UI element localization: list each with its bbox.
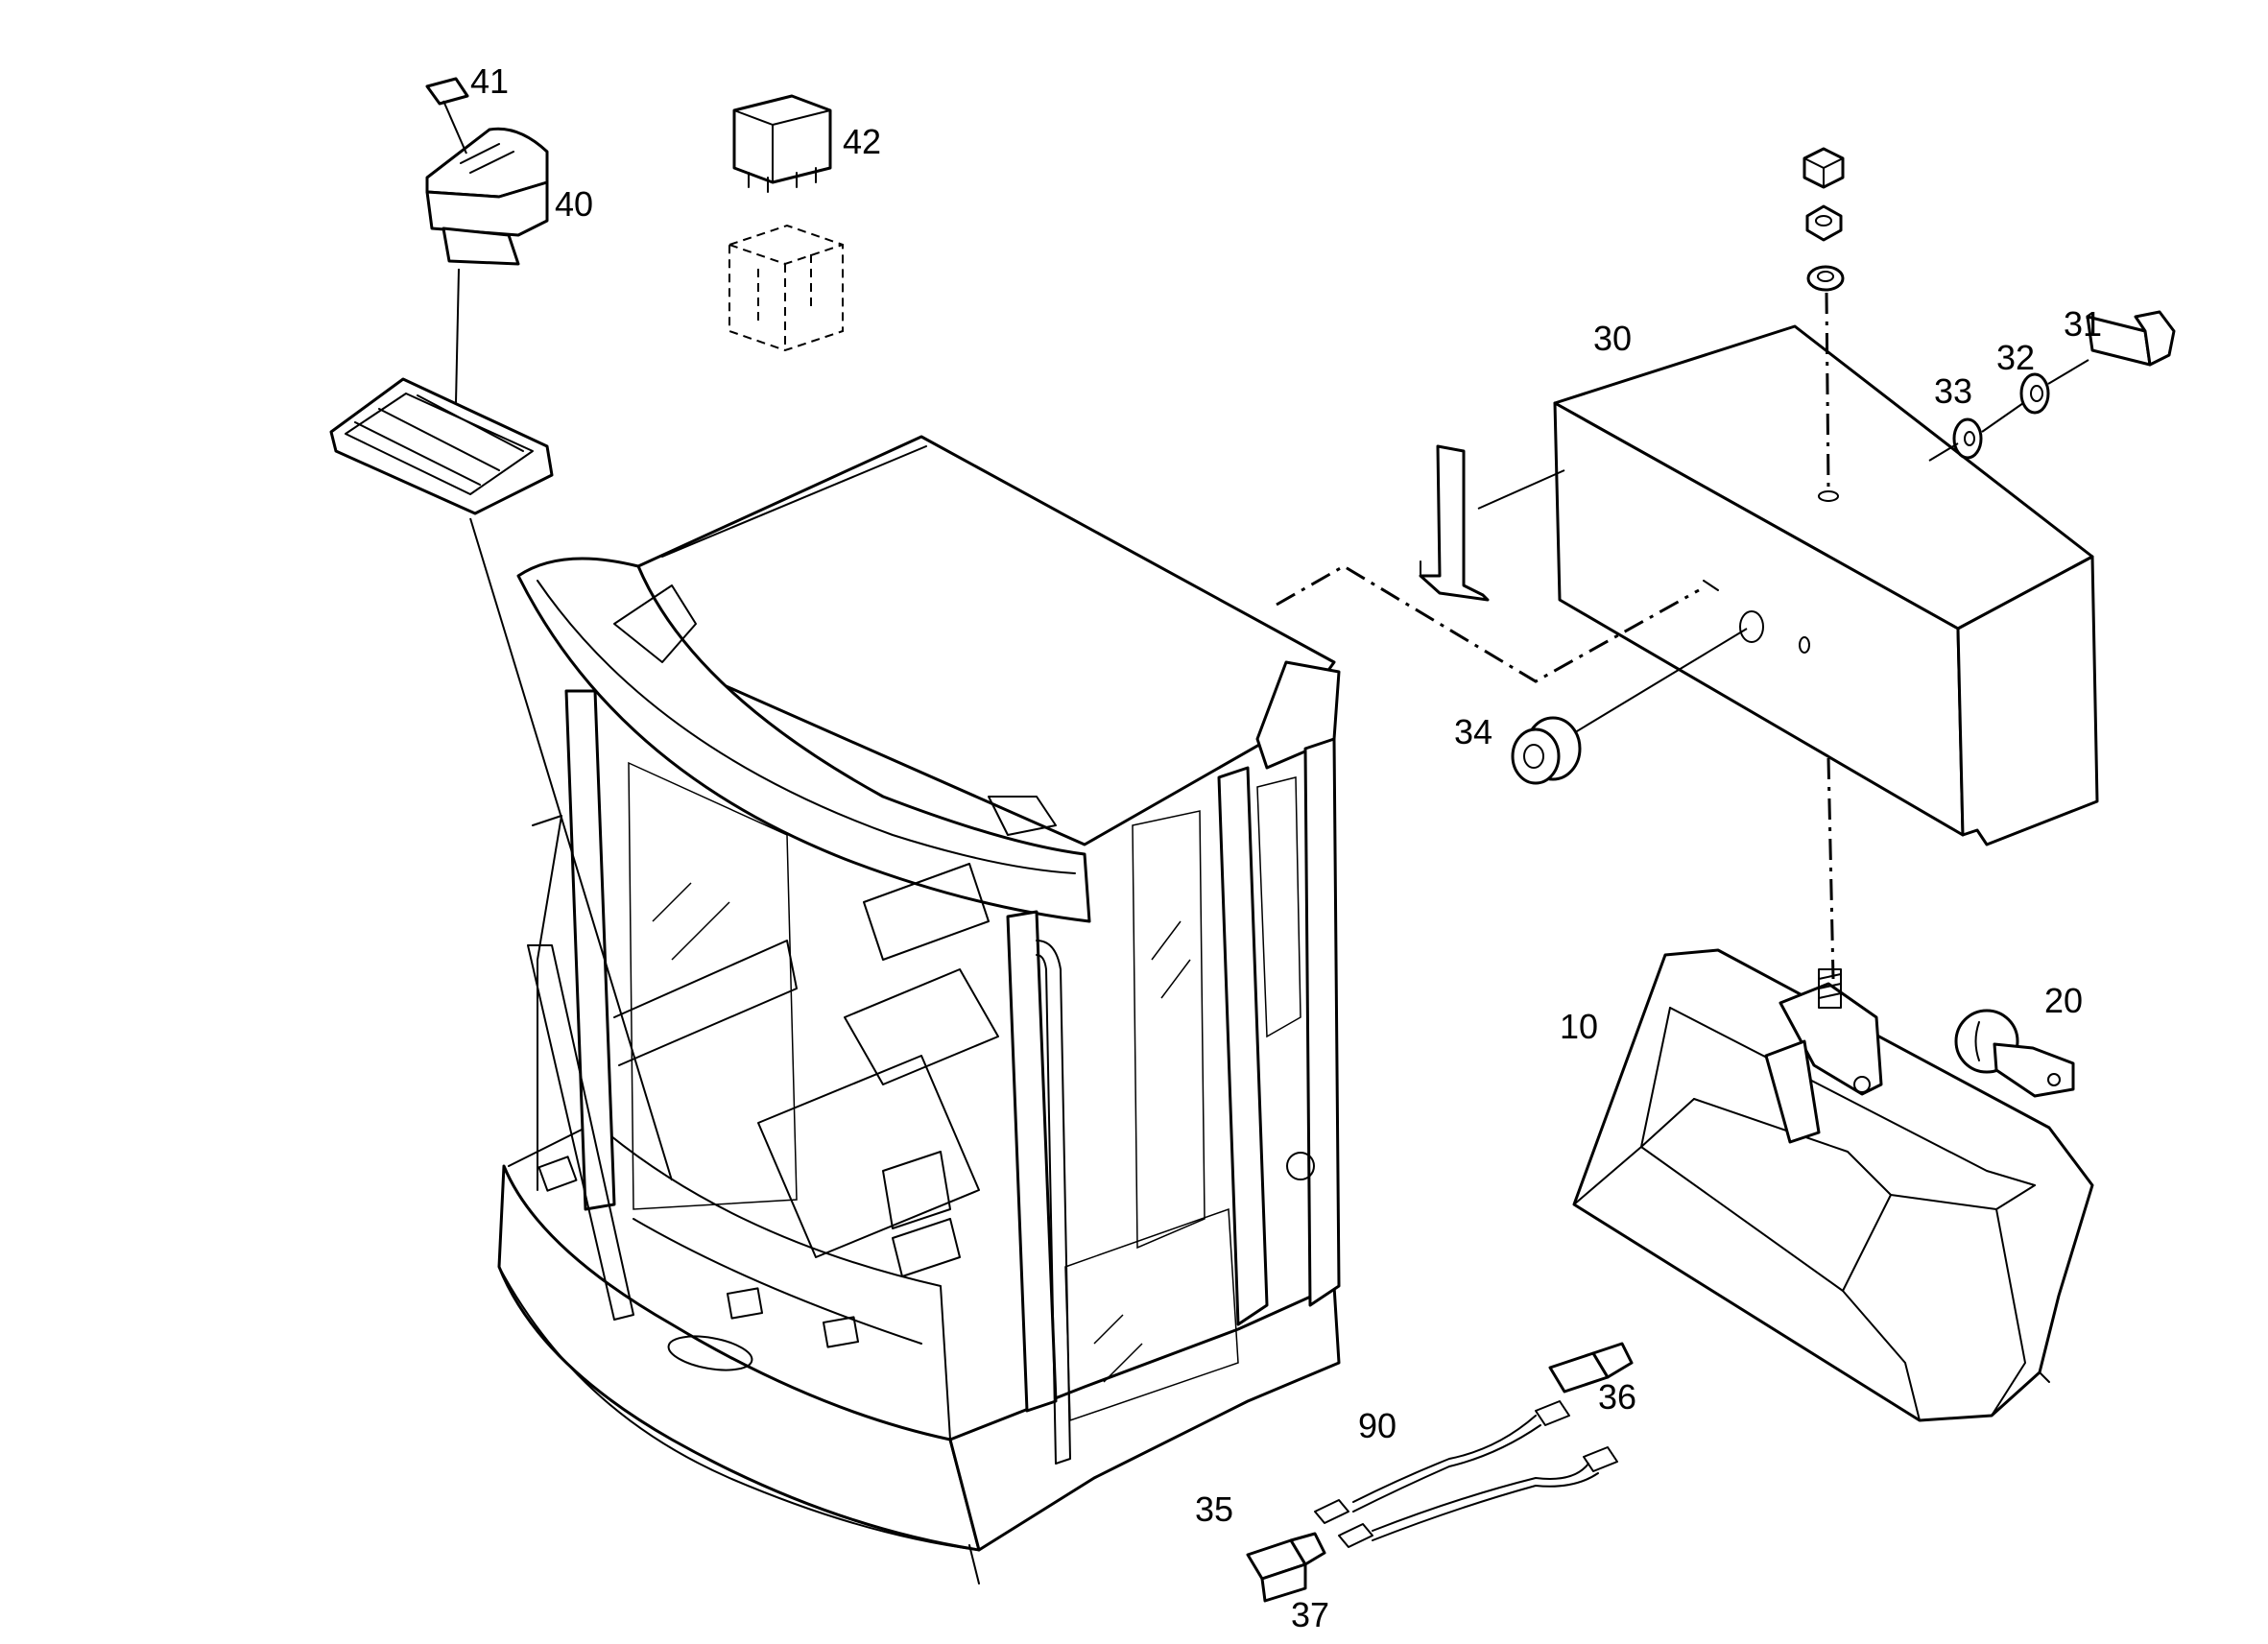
- switch-bezel: [329, 377, 554, 515]
- callout-20: 20: [2044, 981, 2083, 1020]
- mounting-bracket: [1419, 444, 1490, 602]
- callout-36: 36: [1598, 1377, 1636, 1417]
- leader-line: [469, 517, 673, 1181]
- wire-harness: [1314, 1400, 1618, 1548]
- leader-line: [442, 100, 467, 155]
- relay-socket-ghost: [728, 224, 844, 352]
- rocker-switch: [425, 127, 549, 266]
- callout-34: 34: [1454, 712, 1492, 751]
- assembly-line: [1826, 757, 1835, 980]
- grommet: [1511, 716, 1582, 785]
- callout-33: 33: [1934, 371, 1972, 411]
- leader-line: [455, 268, 460, 404]
- callout-35: 35: [1195, 1489, 1233, 1529]
- callout-42: 42: [843, 122, 881, 161]
- assembly-line: [1825, 292, 1830, 490]
- connector: [1246, 1532, 1326, 1603]
- callout-40: 40: [555, 184, 593, 224]
- leader-line: [1928, 442, 1959, 462]
- washer: [1806, 265, 1845, 292]
- lamp-housing: [1553, 324, 2099, 846]
- callout-10: 10: [1560, 1007, 1598, 1046]
- flat-washer: [1952, 417, 1983, 460]
- connector: [1548, 1342, 1634, 1394]
- rocker-switch-cap: [425, 77, 469, 106]
- lock-nut: [1805, 204, 1843, 242]
- callout-31: 31: [2064, 304, 2102, 344]
- callout-90: 90: [1358, 1406, 1397, 1445]
- callout-37: 37: [1291, 1595, 1329, 1634]
- bulb: [1954, 1009, 2075, 1098]
- bolt: [2086, 310, 2176, 367]
- assembly-line: [1276, 564, 1700, 683]
- spring-washer: [2019, 372, 2050, 415]
- leader-line: [1477, 469, 1565, 510]
- callout-32: 32: [1996, 338, 2035, 377]
- callout-30: 30: [1593, 319, 1632, 358]
- operator-cab: [497, 435, 1341, 1584]
- callout-41: 41: [470, 61, 509, 101]
- leader-line: [1981, 402, 2024, 433]
- hex-nut: [1802, 147, 1845, 189]
- leader-line: [2047, 359, 2089, 385]
- lamp-bracket: [1764, 968, 1883, 1144]
- relay: [732, 94, 832, 193]
